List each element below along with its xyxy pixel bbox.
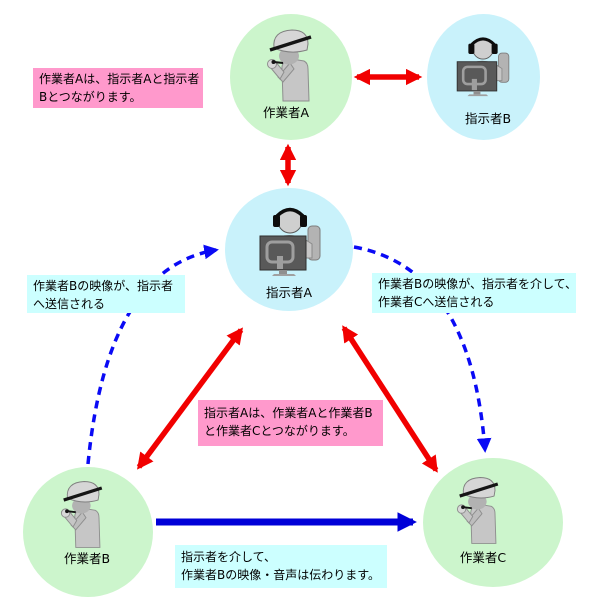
callout-line: へ送信される [33, 297, 106, 311]
callout-line: 指示者を介して、 [181, 550, 277, 564]
callout-video-to-instructor: 作業者Bの映像が、指示者 へ送信される [27, 275, 185, 313]
red-arrow-instructor-a-worker-c [341, 325, 439, 473]
node-label-worker-c: 作業者C [459, 550, 507, 565]
callout-line: と作業者Cとつながります。 [204, 424, 355, 438]
callout-line: 作業者Cへ送信される [378, 295, 495, 309]
worker-figure [456, 477, 499, 544]
callout-line: 作業者Aは、指示者Aと指示者 [39, 72, 200, 86]
instructor-icon [456, 37, 510, 97]
node-label-instructor-a: 指示者A [265, 285, 313, 300]
callout-line: 作業者Bの映像が、指示者を介して、 [378, 277, 578, 291]
instructor-figure [259, 207, 321, 276]
worker-figure [60, 481, 103, 548]
instructor-figure [456, 37, 510, 97]
instructor-icon [259, 207, 321, 276]
callout-instructor-a-connections: 指示者Aは、作業者Aと作業者B と作業者Cとつながります。 [198, 400, 383, 446]
callout-line: Bとつながります。 [39, 90, 142, 104]
callout-line: 作業者Bの映像が、指示者 [33, 279, 173, 293]
node-label-instructor-b: 指示者B [464, 111, 512, 126]
red-arrow-instructor-a-worker-b [136, 327, 244, 470]
callout-line: 指示者Aは、作業者Aと作業者B [204, 406, 373, 420]
callout-worker-a-connections: 作業者Aは、指示者Aと指示者 Bとつながります。 [33, 68, 203, 108]
node-label-worker-b: 作業者B [63, 551, 111, 566]
worker-figure [267, 29, 312, 102]
worker-icon [60, 481, 103, 548]
worker-icon [456, 477, 499, 544]
callout-video-via-instructor: 作業者Bの映像が、指示者を介して、 作業者Cへ送信される [372, 273, 578, 313]
node-label-worker-a: 作業者A [262, 105, 310, 120]
callout-line: 作業者Bの映像・音声は伝わります。 [181, 568, 381, 582]
callout-via-instructor-av: 指示者を介して、 作業者Bの映像・音声は伝わります。 [175, 545, 387, 588]
worker-icon [267, 29, 312, 102]
